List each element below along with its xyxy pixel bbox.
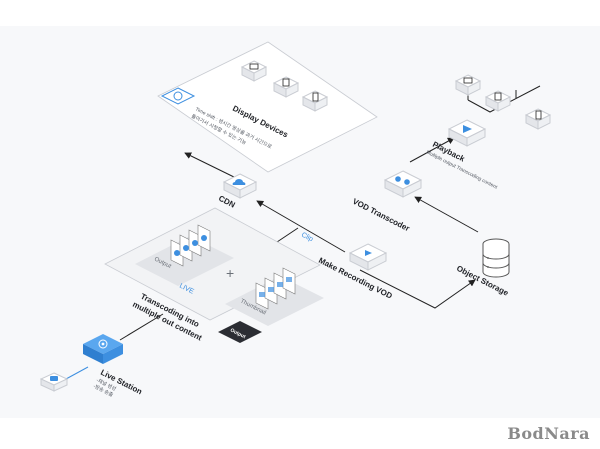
camera-source-icon	[39, 372, 69, 392]
vod-transcoder-label: VOD Transcoder	[351, 197, 411, 233]
output-files-icon	[170, 224, 211, 267]
line-recording-to-storage	[359, 269, 476, 309]
arrow-transcoder-to-playback	[409, 137, 455, 163]
vod-transcoder-node: VOD Transcoder	[351, 170, 423, 233]
playback-icon	[447, 119, 487, 147]
playback-device-icon-1	[455, 74, 481, 96]
transcoding-panel: Output + Thumbnail LIVE Output Transcodi…	[104, 207, 324, 343]
clip-label: Clip	[300, 232, 314, 244]
database-icon	[482, 238, 510, 278]
playback-device-icon-2	[485, 90, 511, 112]
playback-device-icon-3	[525, 108, 551, 130]
line-playback-tree	[467, 85, 541, 113]
live-station-icon	[83, 334, 123, 364]
cdn-icon	[222, 173, 258, 199]
device-tablet-icon-3	[302, 90, 328, 112]
cdn-label: CDN	[217, 194, 237, 210]
thumbnail-files-icon	[255, 267, 296, 310]
vod-transcoder-icon	[383, 170, 423, 198]
live-station-node: Live Station -채널 생성 -방송 송출	[83, 334, 144, 399]
cdn-node: CDN	[217, 173, 258, 210]
device-screen-icon-1	[241, 60, 267, 82]
output-tag	[218, 321, 262, 343]
playback-node: Playback Multiple output Transcoding con…	[425, 74, 551, 191]
display-devices-icon	[160, 87, 196, 105]
device-monitor-icon-2	[273, 76, 299, 98]
plus-icon: +	[226, 265, 234, 281]
line-livestation-to-transcoding	[119, 313, 164, 341]
display-devices-panel: Display Devices Time shift : 생시간 영상을 과거 …	[157, 41, 378, 173]
arrow-storage-to-transcoder	[414, 196, 479, 233]
arrow-recording-to-cdn	[256, 200, 346, 253]
object-storage-node: Object Storage	[455, 238, 510, 298]
recording-icon	[348, 243, 388, 271]
brand-logo: BodNara	[507, 424, 590, 443]
line-source-to-livestation	[65, 366, 89, 380]
arrow-cdn-to-display	[184, 152, 237, 179]
